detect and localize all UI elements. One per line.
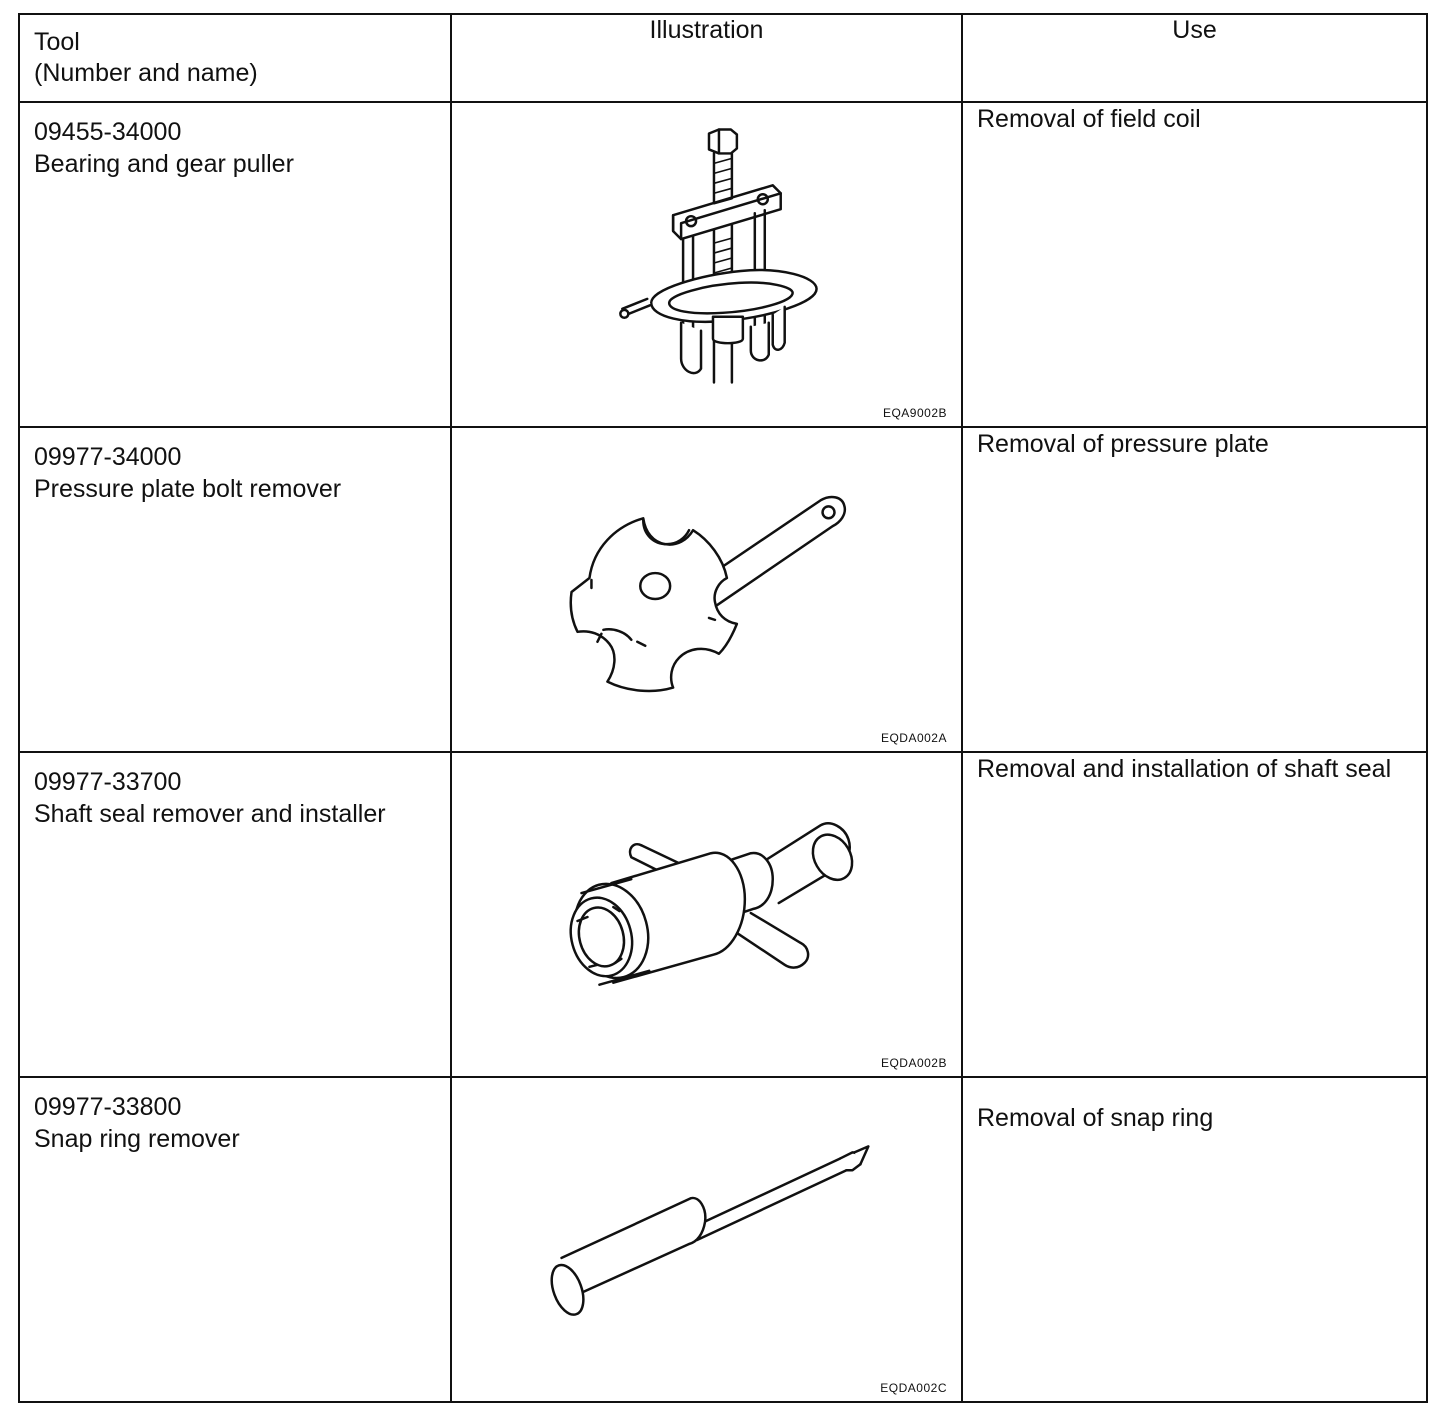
shaft-seal-tool-icon: [569, 822, 854, 986]
figure-code: EQDA002A: [880, 731, 947, 745]
tool-cell: 09455-34000 Bearing and gear puller: [18, 101, 452, 428]
illustration-cell: EQA9002B: [450, 101, 963, 428]
table-row: 09455-34000 Bearing and gear puller: [18, 101, 1428, 428]
tool-number: 09455-34000: [34, 118, 182, 146]
tool-number: 09977-34000: [34, 443, 182, 471]
tool-name: Shaft seal remover and installer: [34, 800, 386, 828]
use-cell: Removal of field coil: [961, 101, 1428, 428]
use-text: Removal of field coil: [977, 105, 1201, 133]
tool-name: Pressure plate bolt remover: [34, 475, 342, 503]
use-cell: Removal of pressure plate: [961, 426, 1428, 753]
use-text: Removal and installation of shaft seal: [977, 755, 1392, 783]
header-use: Use: [961, 13, 1428, 103]
table-row: 09977-34000 Pressure plate bolt remover …: [18, 426, 1428, 753]
tool-name: Bearing and gear puller: [34, 150, 294, 178]
header-illustration: Illustration: [450, 13, 963, 103]
table-row: 09977-33700 Shaft seal remover and insta…: [18, 751, 1428, 1078]
tool-number: 09977-33700: [34, 768, 182, 796]
tool-number: 09977-33800: [34, 1093, 182, 1121]
use-cell: Removal of snap ring: [961, 1076, 1428, 1403]
plate-bolt-remover-icon: [569, 495, 847, 693]
tool-cell: 09977-33700 Shaft seal remover and insta…: [18, 751, 452, 1078]
header-tool-title: Tool: [34, 28, 80, 56]
tool-cell: 09977-34000 Pressure plate bolt remover: [18, 426, 452, 753]
tool-cell: 09977-33800 Snap ring remover: [18, 1076, 452, 1403]
header-tool: Tool (Number and name): [18, 13, 452, 103]
use-cell: Removal and installation of shaft seal: [961, 751, 1428, 1078]
table-row: 09977-33800 Snap ring remover EQDA002C R…: [18, 1076, 1428, 1403]
figure-code: EQDA002C: [880, 1381, 947, 1395]
header-row: Tool (Number and name) Illustration Use: [18, 13, 1428, 103]
snap-ring-remover-icon: [550, 1145, 870, 1316]
use-text: Removal of snap ring: [977, 1104, 1214, 1132]
use-text: Removal of pressure plate: [977, 430, 1269, 458]
illustration-cell: EQDA002C: [450, 1076, 963, 1403]
special-tools-table: Tool (Number and name) Illustration Use …: [18, 13, 1428, 1403]
tool-name: Snap ring remover: [34, 1125, 240, 1153]
header-tool-subtitle: (Number and name): [34, 59, 258, 87]
illustration-cell: EQDA002A: [450, 426, 963, 753]
illustration-cell: EQDA002B: [450, 751, 963, 1078]
gear-puller-icon: [619, 128, 818, 384]
figure-code: EQDA002B: [880, 1056, 947, 1070]
figure-code: EQA9002B: [882, 406, 947, 420]
